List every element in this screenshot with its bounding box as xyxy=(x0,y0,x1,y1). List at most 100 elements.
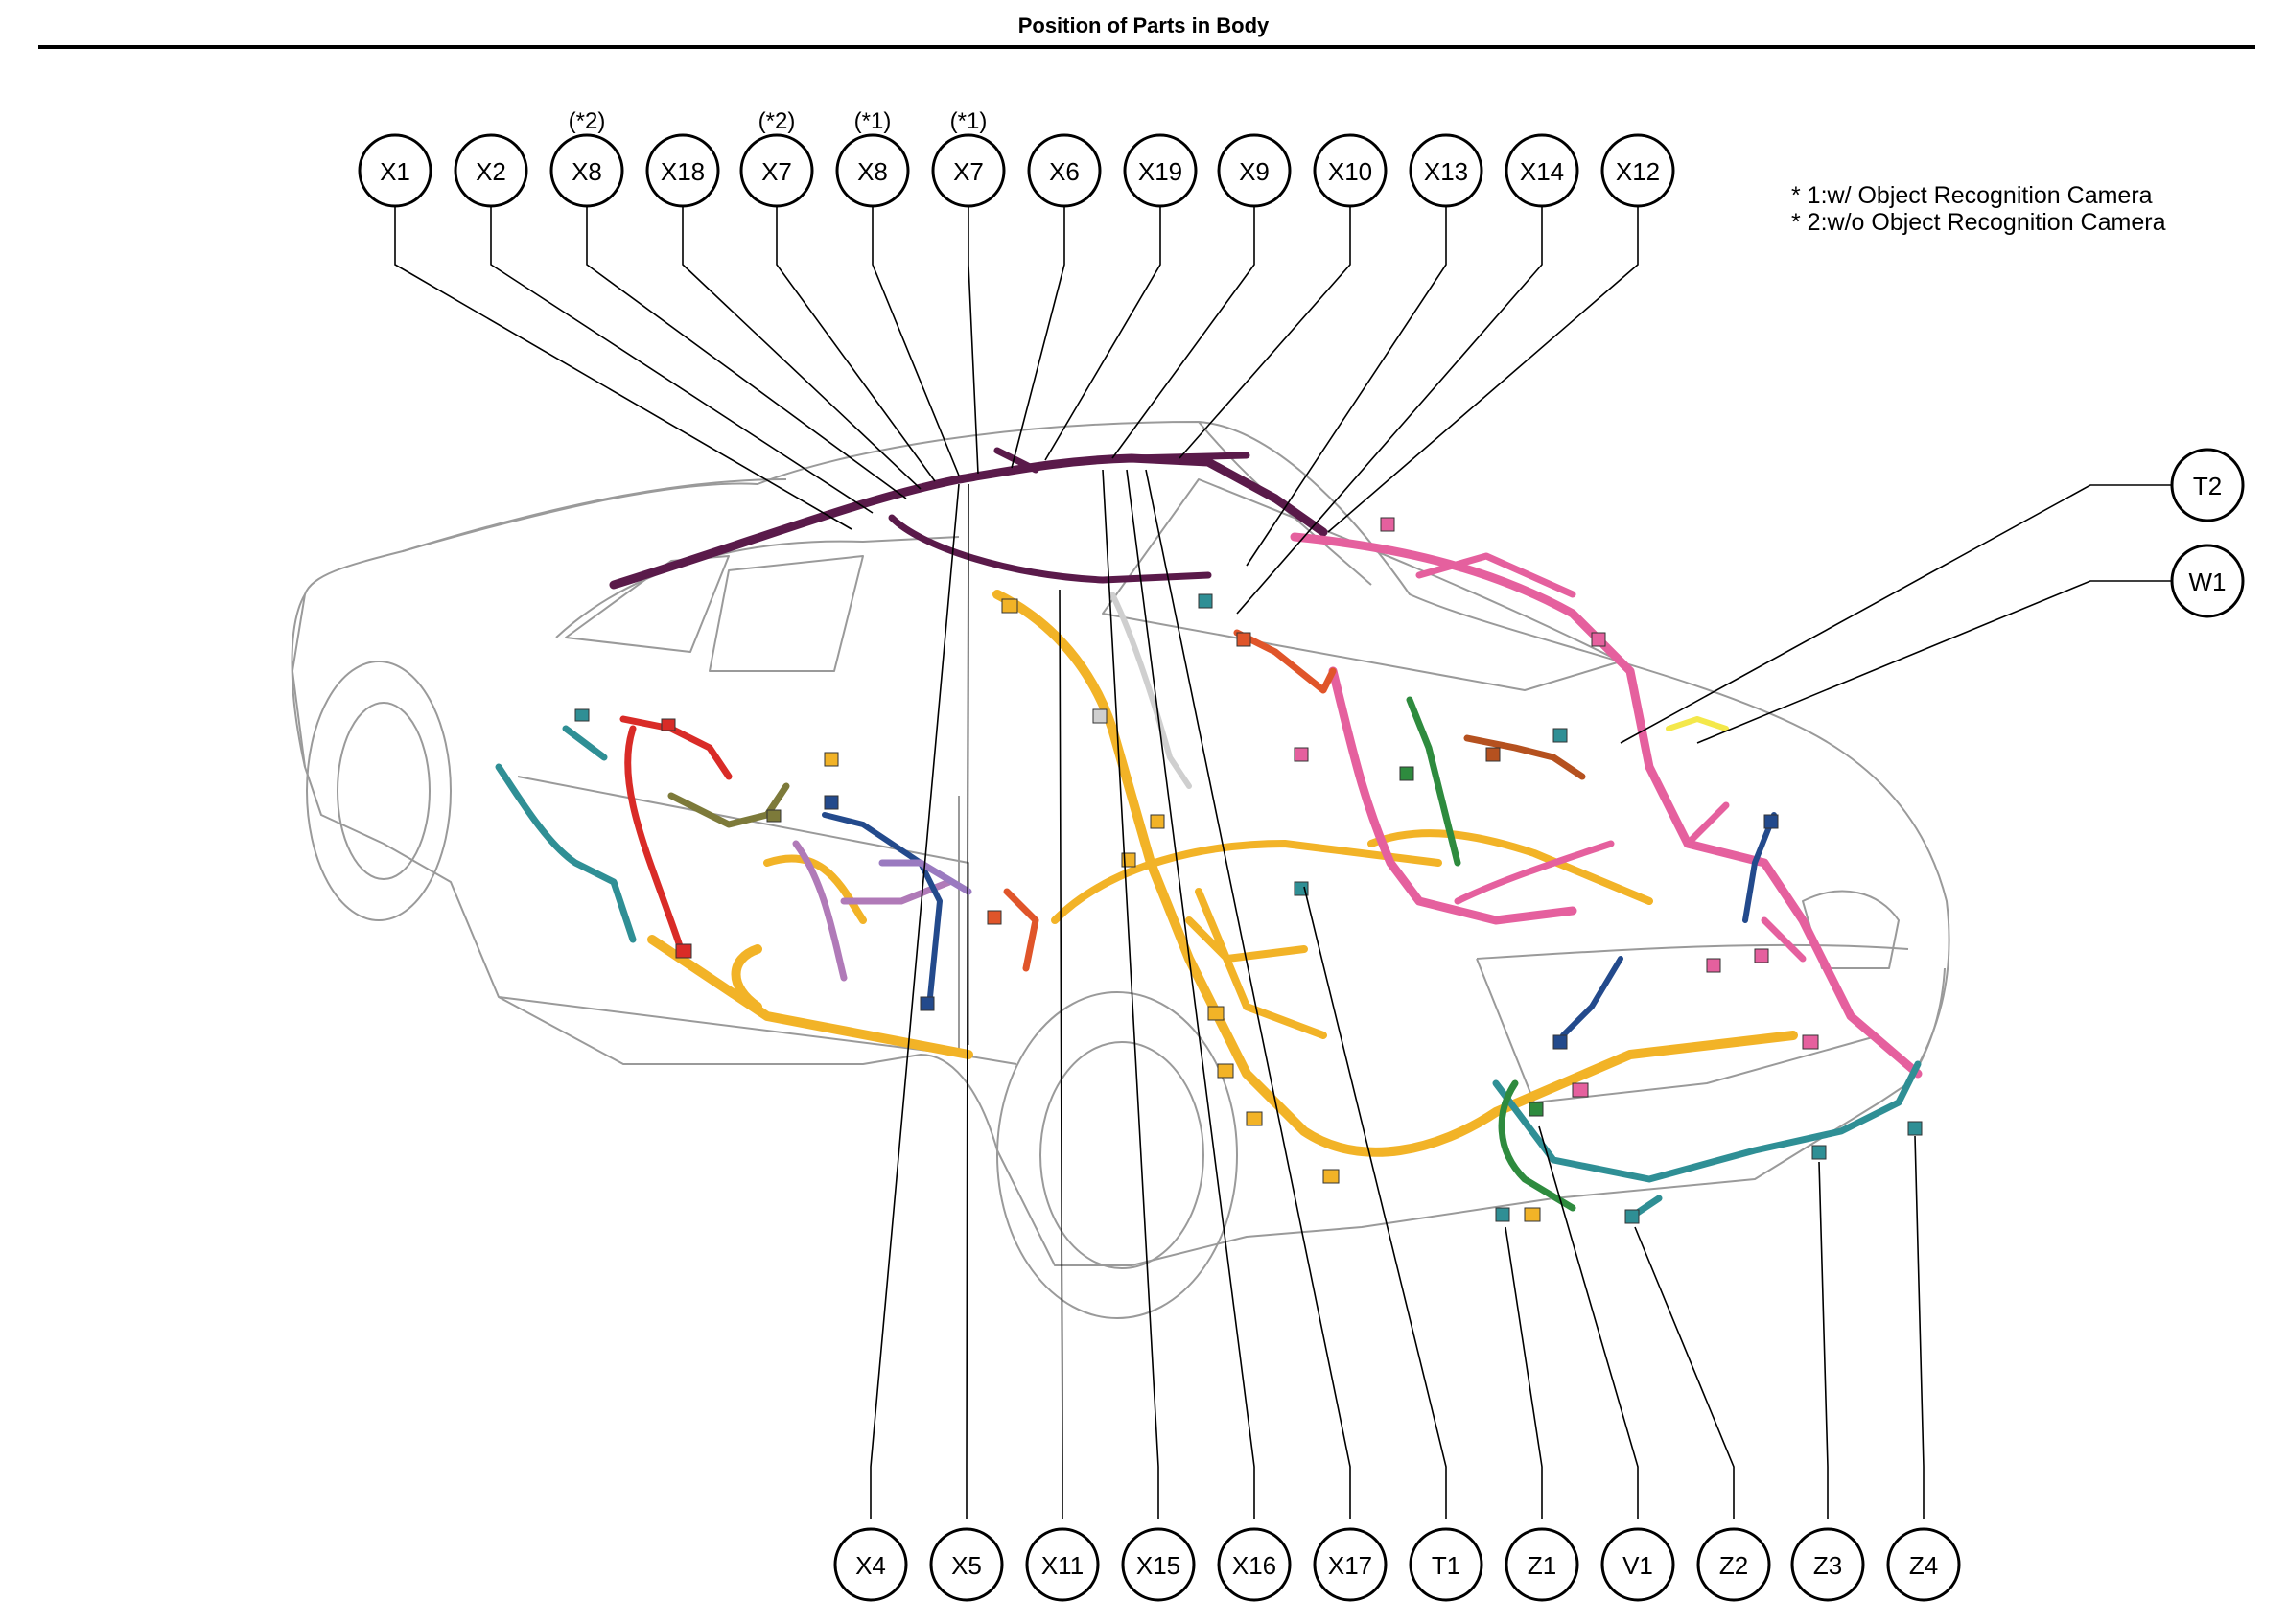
callout-Z4: Z4 xyxy=(1886,1527,1961,1602)
callout-X19: X19 xyxy=(1123,133,1198,208)
connector xyxy=(1706,958,1721,973)
brown-harness xyxy=(1463,734,1586,780)
roof-harness xyxy=(609,453,1328,590)
svg-text:X5: X5 xyxy=(951,1551,982,1580)
callout-X8-1: X8 xyxy=(835,133,910,208)
connector xyxy=(1811,1145,1827,1160)
connector xyxy=(1380,517,1395,532)
connector xyxy=(1150,814,1165,829)
svg-text:Z2: Z2 xyxy=(1719,1551,1748,1580)
leader-line-X8-2 xyxy=(586,203,907,499)
leader-line-X16 xyxy=(1126,469,1255,1519)
svg-text:X19: X19 xyxy=(1138,157,1182,186)
leader-line-X5 xyxy=(966,483,969,1519)
leader-line-X17 xyxy=(1145,469,1351,1519)
callout-X13: X13 xyxy=(1409,133,1483,208)
connector xyxy=(1552,728,1568,743)
connector xyxy=(1763,814,1779,829)
svg-text:X4: X4 xyxy=(855,1551,886,1580)
leader-line-X18 xyxy=(682,203,922,490)
connector xyxy=(1524,1207,1541,1222)
svg-text:Z4: Z4 xyxy=(1909,1551,1938,1580)
connector xyxy=(1092,708,1108,724)
leader-line-X2 xyxy=(490,203,874,514)
callout-X5: X5 xyxy=(929,1527,1004,1602)
connector xyxy=(1572,1082,1589,1098)
gray-harness xyxy=(1109,592,1192,789)
rear-wheel-outer xyxy=(996,991,1238,1319)
callout-X16: X16 xyxy=(1217,1527,1292,1602)
car-taillight-outline xyxy=(1802,890,1900,969)
leader-line-X12 xyxy=(1327,203,1639,533)
svg-text:X12: X12 xyxy=(1616,157,1660,186)
callout-X9: X9 xyxy=(1217,133,1292,208)
side-callouts: T2 W1 xyxy=(2170,448,2245,618)
rear-wheel-inner xyxy=(1039,1041,1204,1269)
main-floor-harness-branch xyxy=(763,829,1653,1039)
svg-text:X14: X14 xyxy=(1520,157,1564,186)
callout-X10: X10 xyxy=(1313,133,1388,208)
connector xyxy=(1198,593,1213,609)
connector xyxy=(574,708,590,722)
leader-line-X4 xyxy=(870,483,960,1519)
connector xyxy=(766,809,782,823)
svg-text:T2: T2 xyxy=(2193,472,2222,500)
main-floor-harness xyxy=(647,590,1798,1157)
leader-line-X15 xyxy=(1102,469,1159,1519)
svg-text:X16: X16 xyxy=(1232,1551,1276,1580)
callout-V1: V1 xyxy=(1600,1527,1675,1602)
connector xyxy=(1294,747,1309,762)
connector xyxy=(1399,766,1414,781)
connector xyxy=(1802,1034,1819,1050)
svg-text:X10: X10 xyxy=(1328,157,1372,186)
connector xyxy=(1552,1034,1568,1050)
callout-T1: T1 xyxy=(1409,1527,1483,1602)
svg-text:X8: X8 xyxy=(857,157,888,186)
connector xyxy=(1624,1209,1640,1224)
callout-X2: X2 xyxy=(454,133,528,208)
svg-text:X7: X7 xyxy=(953,157,984,186)
page-title: Position of Parts in Body xyxy=(1017,13,1270,37)
leader-line-X13 xyxy=(1246,203,1447,567)
wheels xyxy=(306,661,1238,1319)
connector xyxy=(920,996,935,1011)
connector xyxy=(1001,598,1018,614)
car-roof-outline xyxy=(402,421,1372,586)
olive-harness xyxy=(667,782,790,828)
callout-X7-2: X7 xyxy=(739,133,814,208)
pink-harness xyxy=(1290,532,1923,1079)
orange-console-harness xyxy=(1003,629,1337,972)
callout-W1: W1 xyxy=(2170,544,2245,618)
leader-line-X19 xyxy=(1044,203,1161,461)
callout-note: (*2) xyxy=(758,108,796,134)
car-front-bumper-outline xyxy=(291,593,306,768)
svg-text:T1: T1 xyxy=(1432,1551,1460,1580)
leader-line-T1 xyxy=(1303,886,1447,1519)
callout-X4: X4 xyxy=(833,1527,908,1602)
connector xyxy=(1294,881,1309,896)
callout-note: (*1) xyxy=(950,108,988,134)
connector xyxy=(1217,1063,1234,1079)
teal-harness-front xyxy=(495,725,637,943)
yellow-harness xyxy=(1666,716,1729,731)
connector xyxy=(1754,948,1769,963)
connector xyxy=(1207,1006,1225,1021)
title-rule xyxy=(38,45,2255,49)
callout-T2: T2 xyxy=(2170,448,2245,522)
connector xyxy=(824,795,839,810)
leader-line-X7-2 xyxy=(776,203,936,482)
connector xyxy=(1246,1111,1263,1126)
bottom-callouts: X4 X5 X11 X15 X16 X17 T1 Z1 V1 Z2 Z3 Z4 xyxy=(833,1527,1961,1602)
callout-X1: X1 xyxy=(358,133,432,208)
roof-harness-branch xyxy=(888,447,1250,584)
lavender-harness xyxy=(878,859,972,895)
green-harness xyxy=(1406,696,1576,1212)
car-trunk-lid-outline xyxy=(1476,943,1909,1103)
callout-X6: X6 xyxy=(1027,133,1102,208)
callout-X11: X11 xyxy=(1025,1527,1100,1602)
callout-X12: X12 xyxy=(1600,133,1675,208)
car-side-window-front xyxy=(565,555,730,653)
leader-line-X11 xyxy=(1059,589,1063,1519)
legend-note-2: * 2:w/o Object Recognition Camera xyxy=(1791,209,2166,236)
